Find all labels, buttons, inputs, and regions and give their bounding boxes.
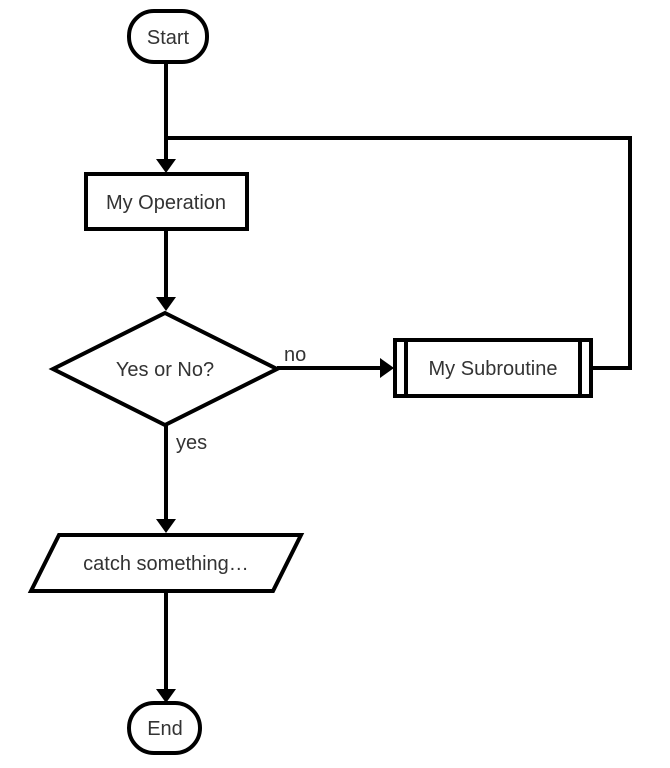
decision-shape bbox=[48, 310, 282, 428]
node-my-subroutine: My Subroutine bbox=[393, 338, 593, 398]
arrowhead-into-end-icon bbox=[156, 689, 176, 703]
arrowhead-into-operation-icon bbox=[156, 159, 176, 173]
predefined-process-shape bbox=[393, 338, 593, 398]
node-my-operation: My Operation bbox=[84, 172, 249, 231]
node-my-operation-label: My Operation bbox=[106, 192, 226, 214]
node-start-label: Start bbox=[147, 27, 190, 49]
terminator-end-shape bbox=[127, 701, 202, 755]
edges-layer: no yes bbox=[156, 62, 632, 703]
node-end-label: End bbox=[147, 718, 183, 740]
edge-subroutine-return bbox=[166, 136, 632, 370]
node-catch-something-label: catch something… bbox=[83, 553, 249, 575]
arrowhead-into-catch-icon bbox=[156, 519, 176, 533]
edge-label-yes: yes bbox=[176, 432, 207, 454]
node-catch-something: catch something… bbox=[27, 533, 305, 593]
edge-label-no: no bbox=[284, 344, 306, 366]
node-start: Start bbox=[127, 9, 209, 64]
node-my-subroutine-label: My Subroutine bbox=[429, 358, 558, 380]
terminator-start-shape bbox=[127, 9, 209, 64]
node-decision: Yes or No? bbox=[48, 310, 282, 428]
process-shape bbox=[84, 172, 249, 231]
io-parallelogram-shape bbox=[27, 533, 305, 593]
arrowhead-into-subroutine-icon bbox=[380, 358, 394, 378]
arrowhead-into-decision-icon bbox=[156, 297, 176, 311]
nodes-layer: Start My Operation Yes or No? My Subrout… bbox=[27, 9, 593, 755]
node-decision-label: Yes or No? bbox=[116, 359, 214, 381]
node-end: End bbox=[127, 701, 202, 755]
